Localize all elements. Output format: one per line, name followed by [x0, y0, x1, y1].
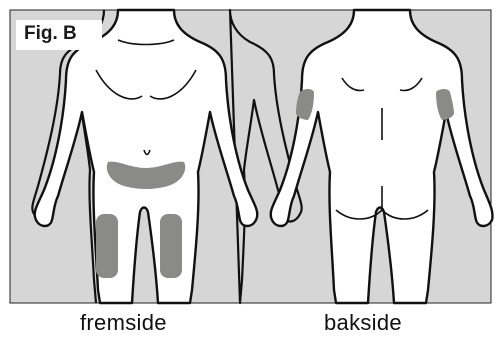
front-caption: fremside	[80, 310, 167, 336]
figure-label: Fig. B	[24, 23, 77, 45]
back-caption: bakside	[324, 310, 402, 336]
injection-area-left-thigh	[96, 214, 118, 278]
injection-area-right-thigh	[160, 214, 182, 278]
figure-label-box: Fig. B	[16, 20, 102, 50]
